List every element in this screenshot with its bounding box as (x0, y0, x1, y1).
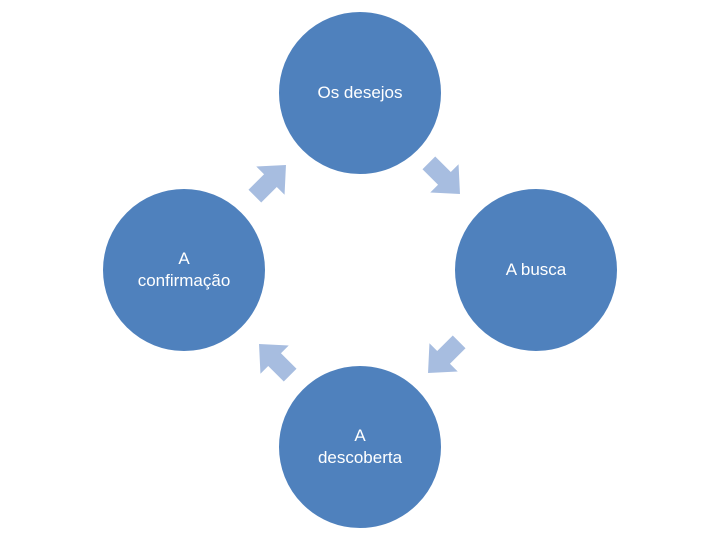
node-label-a-descoberta: A descoberta (317, 426, 403, 467)
node-label-os-desejos: Os desejos (317, 83, 403, 102)
arrow-3-to-0-icon (248, 165, 286, 203)
node-a-descoberta: A descoberta (277, 364, 443, 530)
node-a-busca: A busca (453, 187, 619, 353)
arrow-1-to-2-icon (428, 335, 466, 373)
node-os-desejos: Os desejos (277, 10, 443, 176)
arrow-2-to-3-icon (259, 344, 297, 382)
node-label-a-confirmacao: A confirmação (137, 249, 231, 290)
node-label-a-busca: A busca (505, 260, 567, 279)
node-a-confirmacao: A confirmação (101, 187, 267, 353)
arrow-0-to-1-icon (422, 156, 460, 194)
